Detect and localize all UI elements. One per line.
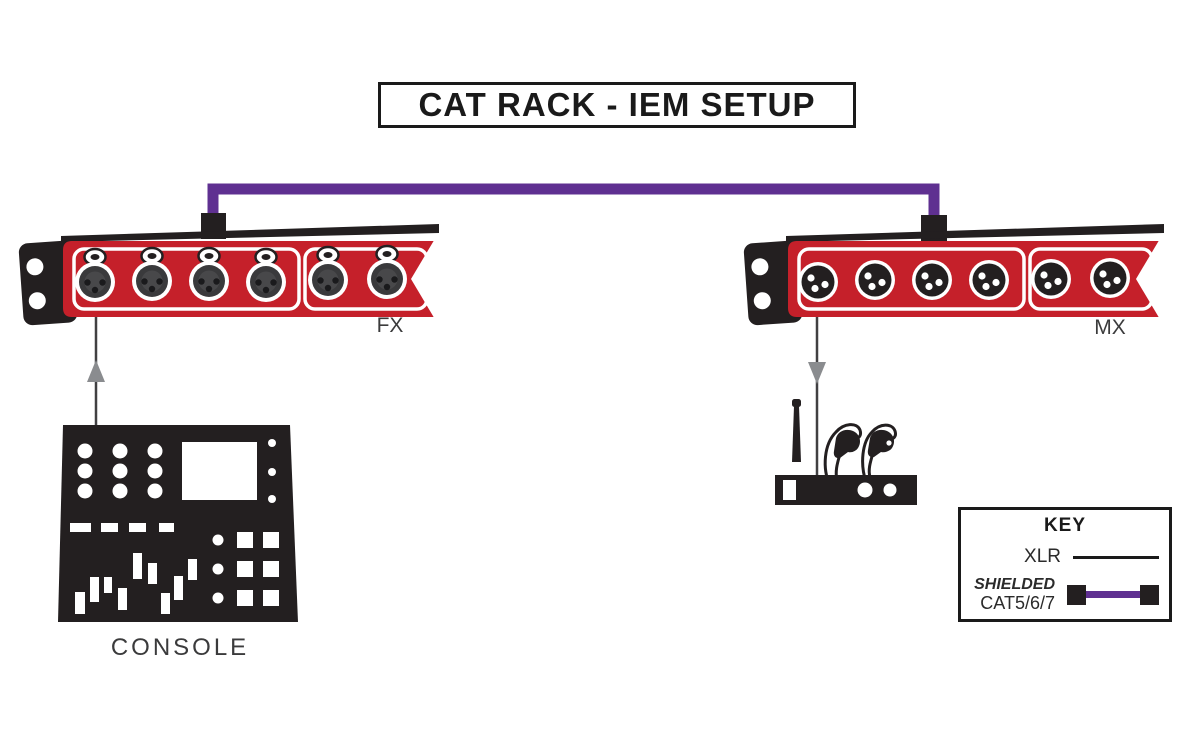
xlr-line-swatch bbox=[1073, 555, 1159, 559]
key-legend: KEY XLR SHIELDED CAT5/6/7 bbox=[958, 507, 1172, 622]
arrow-up-icon bbox=[87, 360, 105, 382]
antenna-icon bbox=[792, 406, 801, 462]
cat-swatch-plug-right bbox=[1140, 584, 1159, 605]
key-cat-label-line2: CAT5/6/7 bbox=[980, 592, 1055, 613]
mx-xlr-port-2 bbox=[855, 260, 895, 300]
console-fader-tracks bbox=[70, 523, 174, 532]
key-xlr-label: XLR bbox=[1024, 546, 1061, 567]
console-knobs bbox=[77, 443, 163, 499]
console-screen bbox=[182, 442, 257, 500]
diagram-title: CAT RACK - IEM SETUP bbox=[378, 82, 856, 128]
earbud-vent bbox=[886, 440, 892, 446]
earbuds-icon bbox=[833, 429, 895, 459]
cat-swatch-wire bbox=[1086, 591, 1140, 599]
mx-xlr-port-5 bbox=[1031, 259, 1071, 299]
mx-rack-icon bbox=[741, 222, 1165, 328]
console-faders bbox=[75, 553, 197, 614]
key-cat-label-line1: SHIELDED bbox=[974, 576, 1055, 593]
mx-xlr-port-3 bbox=[912, 260, 952, 300]
console-icon bbox=[58, 425, 298, 622]
transmitter-knob-1 bbox=[857, 482, 873, 498]
key-row-xlr: XLR bbox=[971, 546, 1159, 568]
key-row-cat: SHIELDED CAT5/6/7 bbox=[971, 576, 1159, 613]
console-label: CONSOLE bbox=[110, 634, 250, 661]
fx-rack-label: FX bbox=[376, 314, 404, 337]
transmitter-knob-2 bbox=[883, 483, 897, 497]
iem-transmitter-icon bbox=[775, 399, 917, 505]
console-side-dots bbox=[268, 439, 276, 503]
mx-xlr-port-6 bbox=[1090, 258, 1130, 298]
transmitter-display bbox=[783, 480, 796, 500]
mx-rack-label: MX bbox=[1094, 316, 1126, 339]
antenna-tip bbox=[792, 399, 801, 407]
fx-rack-icon bbox=[16, 222, 440, 328]
key-cat-label: SHIELDED CAT5/6/7 bbox=[974, 576, 1055, 613]
key-title: KEY bbox=[1043, 515, 1087, 536]
console-buttons bbox=[212, 532, 279, 606]
cat-swatch-plug-left bbox=[1067, 584, 1086, 605]
mx-xlr-port-4 bbox=[969, 260, 1009, 300]
cat-cable-swatch bbox=[1067, 584, 1159, 605]
shielded-cat-cable bbox=[207, 183, 940, 228]
arrow-down-icon bbox=[808, 362, 826, 384]
mx-xlr-port-1 bbox=[798, 262, 838, 302]
